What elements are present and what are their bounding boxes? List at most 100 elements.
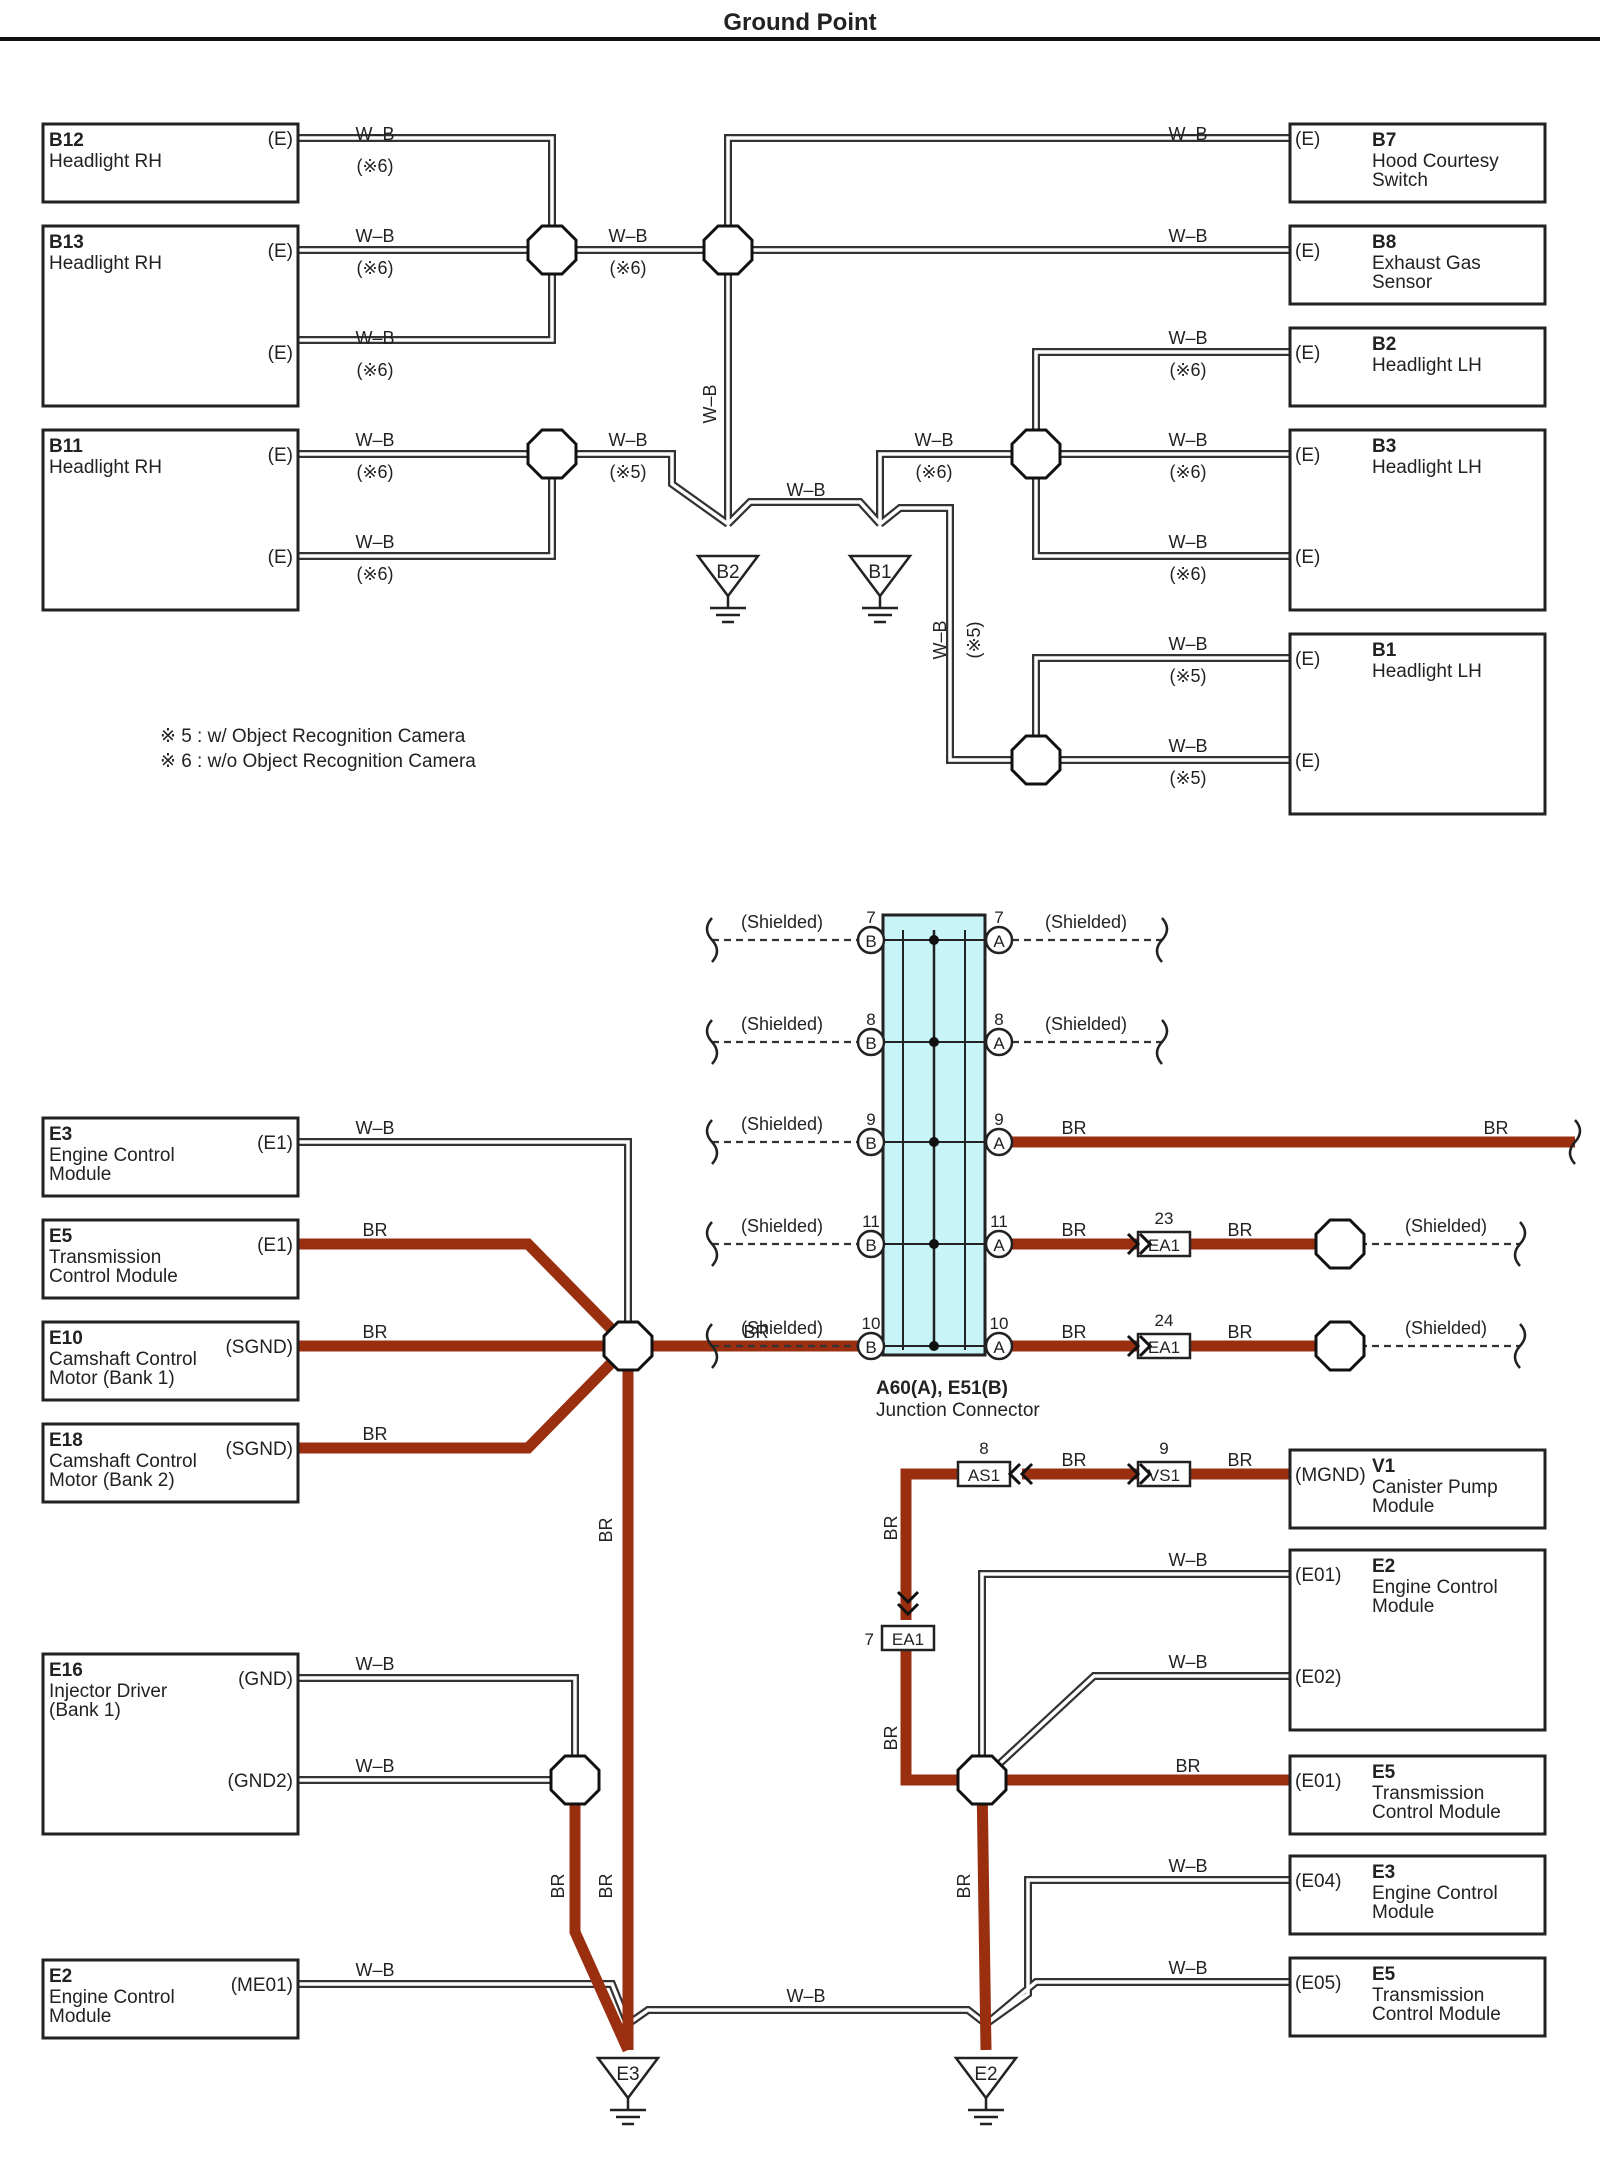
wire-label: (※6) [609, 258, 646, 278]
wire-label: W–B [1168, 634, 1207, 654]
wire-label: BR [1483, 1118, 1508, 1138]
wire-label: BR [362, 1322, 387, 1342]
component-name: Canister Pump [1372, 1477, 1498, 1498]
wb-wire [725, 498, 883, 527]
component-name: Control Module [49, 1266, 178, 1287]
splice-point [702, 224, 754, 276]
wb-wire-inner [984, 1980, 1290, 2026]
wire-label: (※5) [609, 462, 646, 482]
wb-wire [298, 1674, 579, 1780]
pin-label: (E) [1295, 445, 1320, 466]
component-name: Headlight LH [1372, 661, 1482, 682]
component-code: E10 [49, 1328, 83, 1349]
component-box [41, 1422, 300, 1504]
component-box [41, 224, 300, 408]
component-name: Motor (Bank 1) [49, 1368, 175, 1389]
component-name: Headlight RH [49, 151, 162, 172]
br-wire [900, 1468, 958, 1620]
component-code: E16 [49, 1660, 83, 1681]
ground-b1-label: B1 [868, 562, 891, 583]
component-name: Motor (Bank 2) [49, 1470, 175, 1491]
component-name: Sensor [1372, 272, 1433, 293]
component-name: Camshaft Control [49, 1451, 197, 1472]
junction-pin-number: 11 [990, 1212, 1008, 1231]
connector-arrow [1126, 1462, 1141, 1486]
splices [526, 224, 1366, 1806]
pin-label: (E) [1295, 241, 1320, 262]
wire-label: W–B [1168, 430, 1207, 450]
br-wire [976, 1779, 992, 2051]
wb-wire [1032, 348, 1290, 454]
wire-label: W–B [1168, 1856, 1207, 1876]
ground-b1: B1 [848, 554, 912, 624]
splice-point [956, 1754, 1008, 1806]
wire-label: W–B [355, 124, 394, 144]
connector-label: VS1 [1148, 1466, 1180, 1485]
connector-arrow [1007, 1462, 1022, 1486]
wire-label: (※6) [356, 462, 393, 482]
wb-wire [625, 2006, 989, 2028]
pin-label: (SGND) [225, 1337, 293, 1358]
junction-pin-b [856, 1127, 886, 1157]
connector-arrow [1126, 1334, 1141, 1358]
component-box [1288, 1854, 1547, 1936]
wire-label: W–B [355, 1654, 394, 1674]
junction-pin-letter: B [865, 1236, 876, 1255]
pin-label: (E) [268, 445, 293, 466]
component-box [41, 1116, 300, 1198]
wire-label: BR [1061, 1322, 1086, 1342]
component-name: Module [49, 2006, 111, 2027]
component-box [1288, 224, 1547, 306]
pin-label: (E01) [1295, 1771, 1341, 1792]
component-box [41, 428, 300, 612]
wb-wire [983, 1978, 1290, 2028]
connector-arrow [1138, 1462, 1153, 1486]
wire-label-vertical: BR [881, 1515, 901, 1540]
junction-pin-a [984, 1331, 1014, 1361]
wb-wire-inner [626, 2008, 988, 2026]
wire-label: (Shielded) [1045, 912, 1127, 932]
wb-wire-inner [552, 452, 730, 526]
wire-label-vertical: W–B [700, 384, 720, 423]
wire-label: W–B [1168, 1652, 1207, 1672]
wire-label: W–B [355, 1960, 394, 1980]
component-box [1288, 632, 1547, 816]
wire-labels: W–B (※6) W–B (※6) W–B (※6) W–B (※6) W–B (※6) W–B (※… [355, 124, 1508, 2006]
component-box [41, 1320, 300, 1402]
wire-label: BR [362, 1220, 387, 1240]
junction-pin-number: 7 [994, 908, 1003, 927]
splice-point [602, 1320, 654, 1372]
ground-e3: E3 [596, 2056, 660, 2126]
junction-pin-number: 10 [990, 1314, 1009, 1333]
ground-e2-label: E2 [974, 2064, 997, 2085]
component-name: Engine Control [1372, 1577, 1498, 1598]
junction-pin-letter: B [865, 1134, 876, 1153]
connector-arrow [896, 1590, 920, 1605]
component-name: Module [1372, 1496, 1434, 1517]
wire-label: BR [743, 1322, 768, 1342]
wire-label: W–B [1168, 1958, 1207, 1978]
connector-box [1136, 1460, 1192, 1488]
pin-label: (E1) [257, 1235, 293, 1256]
pin-label: (E) [1295, 547, 1320, 568]
wire-label: (※6) [915, 462, 952, 482]
ground-e2: E2 [954, 2056, 1018, 2126]
wb-wire-inner [1034, 656, 1290, 760]
wire-label: (※6) [356, 156, 393, 176]
component-box [41, 122, 300, 204]
pin-label: (E) [1295, 649, 1320, 670]
pin-label: (E) [268, 129, 293, 150]
component-code: E5 [49, 1226, 73, 1247]
wire-label: (※6) [1169, 360, 1206, 380]
